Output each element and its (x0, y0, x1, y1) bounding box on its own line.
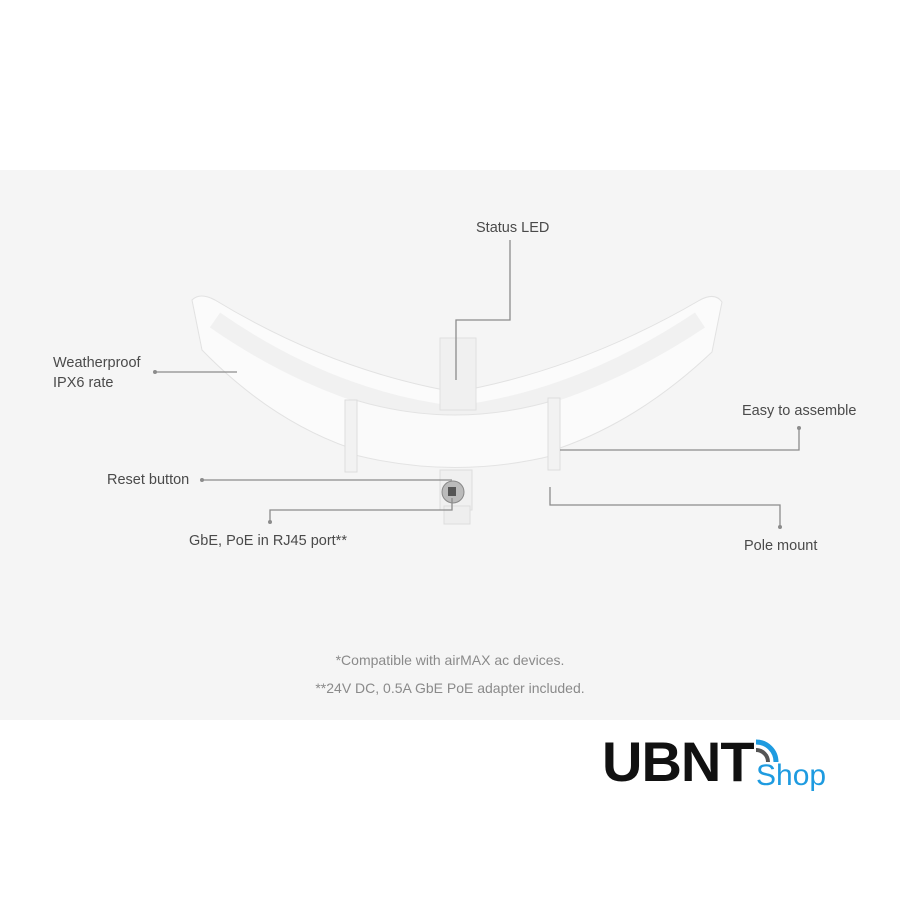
pole-mount-label: Pole mount (744, 538, 818, 554)
adapter-note: **24V DC, 0.5A GbE PoE adapter included. (315, 680, 585, 696)
status-led-label: Status LED (476, 220, 550, 236)
pole-mount-leader (549, 487, 781, 527)
wifi-signal-icon (755, 739, 779, 763)
logo-main-text: UBNT (602, 730, 755, 793)
ipx6-label: IPX6 rate (53, 375, 114, 391)
logo-sub-text: Shop (756, 759, 827, 792)
rj45-port-label: GbE, PoE in RJ45 port** (189, 533, 347, 549)
weatherproof-label: Weatherproof (53, 355, 141, 371)
compat-note: *Compatible with airMAX ac devices. (335, 652, 565, 668)
easy-assemble-label: Easy to assemble (742, 403, 857, 419)
reset-button-label: Reset button (107, 472, 190, 488)
rj45-leader (269, 498, 453, 522)
assemble-leader (560, 428, 800, 451)
feed-horn (439, 337, 477, 411)
status-led-leader (455, 240, 511, 380)
ubnt-shop-logo: UBNT Shop (602, 730, 842, 800)
